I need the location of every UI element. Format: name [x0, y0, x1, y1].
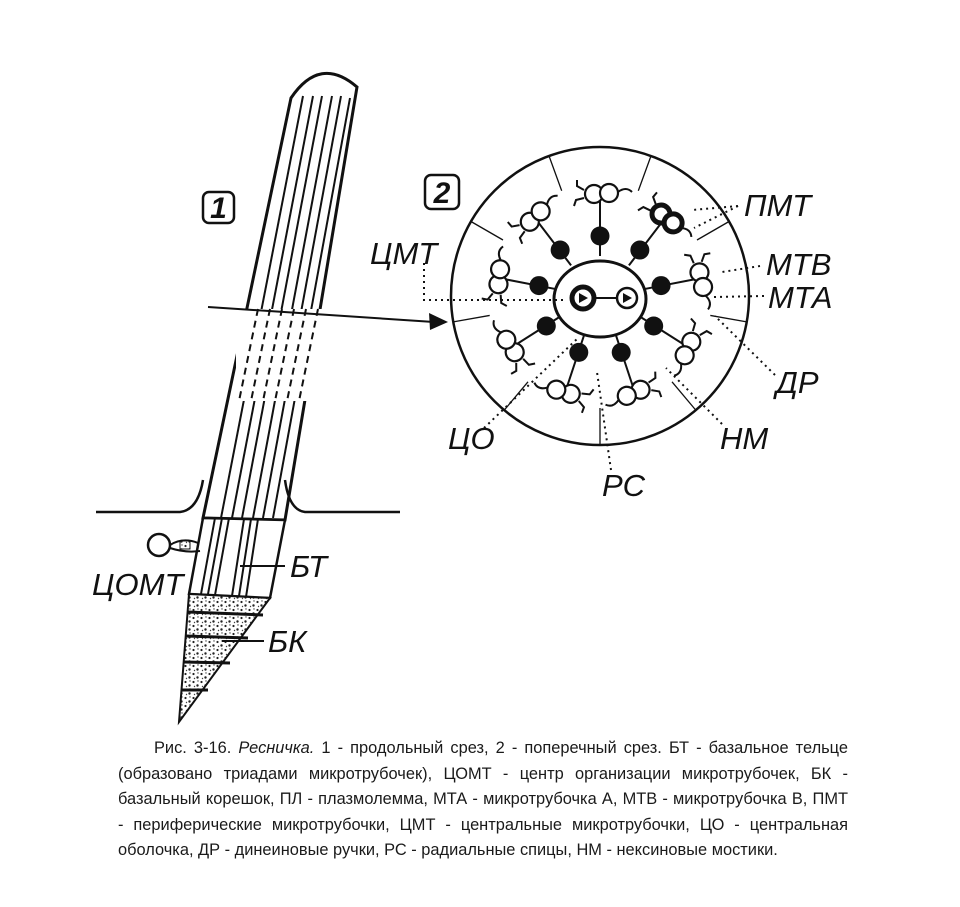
spoke-head-dot: [536, 316, 556, 336]
caption-title: Ресничка.: [238, 739, 315, 757]
cilium-cross-section: 2 ПМТ МТВ МТА ДР НМ РС ЦО ЦМТ: [370, 145, 832, 503]
panel-1-number: 1: [210, 192, 227, 225]
label-comt: ЦОМТ: [92, 567, 185, 602]
rs-leader: [596, 371, 612, 471]
dynein-arms: [573, 180, 585, 207]
dynein-arms: [684, 252, 711, 264]
spoke-head-dot: [611, 342, 631, 362]
plasmalemma: [96, 479, 400, 514]
leader-lines: [423, 205, 776, 471]
partition-line: [503, 381, 529, 411]
radial-spoke-heads: [529, 226, 671, 362]
partition-line: [548, 155, 563, 191]
label-cmt: ЦМТ: [370, 236, 439, 271]
label-mta: МТА: [768, 280, 832, 315]
central-microtubules: [569, 284, 639, 312]
label-pmt: ПМТ: [744, 188, 813, 223]
nexin-link: [605, 399, 620, 407]
peripheral-doublet: [533, 379, 595, 414]
cross-section-partitions: [453, 155, 747, 445]
caption-prefix: Рис. 3-16.: [154, 739, 232, 757]
peripheral-doublet: [573, 180, 633, 207]
axoneme-microtubules: [220, 95, 351, 519]
caption-body: 1 - продольный срез, 2 - поперечный срез…: [118, 739, 848, 859]
label-co: ЦО: [448, 421, 495, 456]
peripheral-doublets: [481, 180, 714, 414]
dynein-arms: [578, 388, 595, 414]
microtubule-b: [692, 276, 714, 298]
mtoc: [146, 532, 201, 558]
microtubule-b: [616, 385, 637, 406]
partition-line: [453, 314, 490, 323]
nexin-link: [545, 194, 558, 206]
cilium-diagram: 1 БТ БК ЦОМТ 2: [92, 71, 832, 726]
nm-leader: [665, 367, 723, 425]
partition-line: [696, 220, 730, 241]
partition-line: [637, 155, 652, 191]
nexin-link: [673, 363, 683, 377]
dr-leader: [714, 315, 776, 376]
label-bk: БК: [268, 624, 308, 659]
label-nm: НМ: [720, 421, 768, 456]
panel-2-box: [423, 173, 461, 211]
dynein-arms: [648, 371, 663, 398]
spoke-head-dot: [550, 240, 570, 260]
spoke-head-dot: [630, 240, 650, 260]
peripheral-doublet: [507, 194, 558, 245]
label-mtb: МТВ: [766, 247, 831, 282]
microtubule-b: [546, 379, 567, 400]
peripheral-doublet: [481, 245, 511, 307]
nexin-link: [497, 245, 504, 261]
nexin-link: [617, 188, 633, 193]
dynein-arms: [637, 191, 658, 212]
cilium-longitudinal-section: 1 БТ БК ЦОМТ: [92, 71, 448, 726]
cmt-leader: [423, 263, 566, 301]
partition-line: [470, 220, 504, 241]
co-leader: [483, 337, 579, 429]
peripheral-doublet: [673, 317, 713, 377]
spoke-head-dot: [651, 276, 671, 296]
label-dr: ДР: [773, 365, 819, 400]
microtubule-b: [598, 182, 620, 204]
nexin-link: [533, 382, 548, 390]
figure-caption: Рис. 3-16. Ресничка. 1 - продольный срез…: [118, 736, 848, 864]
cilium-shaft: [201, 71, 359, 522]
cut-plane-line: [207, 306, 435, 323]
panel-1-box: [201, 190, 236, 225]
mtb-leader: [721, 265, 761, 273]
peripheral-doublet: [637, 191, 693, 238]
nexin-link: [704, 294, 711, 311]
section-cut-band: [236, 308, 326, 402]
dynein-arms: [510, 358, 536, 375]
microtubule-b: [674, 345, 695, 366]
partition-line: [710, 314, 747, 323]
pmt-leader: [691, 205, 739, 229]
dynein-arms: [507, 221, 526, 245]
microtubule-b: [530, 201, 551, 222]
peripheral-doublet: [684, 252, 714, 311]
label-bt: БТ: [290, 549, 329, 584]
panel-2-number: 2: [433, 177, 451, 210]
dynein-arms: [690, 317, 713, 337]
partition-line: [671, 381, 697, 411]
microtubule-b: [496, 329, 517, 350]
peripheral-doublet: [492, 320, 536, 375]
spoke-head-dot: [529, 276, 549, 296]
microtubule-b: [661, 211, 685, 235]
spoke-head-dot: [590, 226, 610, 246]
nexin-link: [680, 226, 693, 238]
label-rs: РС: [602, 468, 646, 503]
spoke-head-dot: [644, 316, 664, 336]
basal-body: [187, 516, 287, 600]
nexin-link: [492, 320, 502, 334]
dynein-arms: [481, 292, 508, 307]
spoke-head-dot: [569, 342, 589, 362]
microtubule-b: [489, 259, 511, 280]
mta-leader: [712, 295, 765, 298]
peripheral-doublet: [605, 371, 663, 407]
cut-arrow-head: [429, 313, 448, 330]
